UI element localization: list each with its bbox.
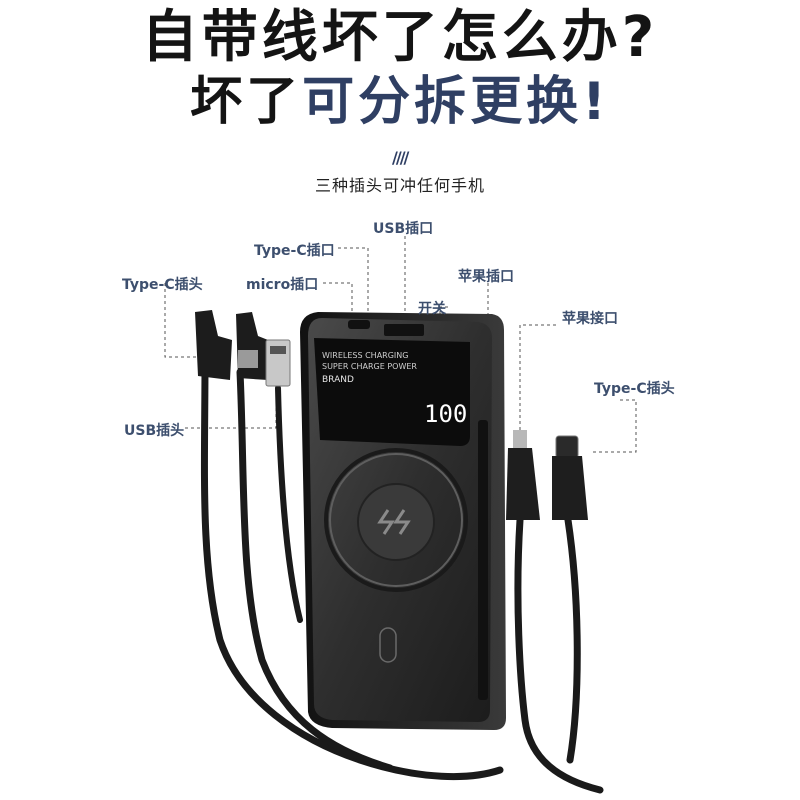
screen-line-2: SUPER CHARGE POWER [322, 362, 417, 371]
headline-line2-prefix: 坏了 [190, 72, 303, 132]
headline-line1: 自带线坏了怎么办? [141, 5, 659, 70]
micro-plug [236, 312, 268, 380]
lightning-tip [513, 430, 527, 450]
usb-port [384, 324, 424, 336]
decorative-slashes: //// [392, 148, 409, 167]
battery-readout: 100 [424, 400, 467, 428]
headline-line2: 坏了可分拆更换! [0, 70, 800, 134]
wireless-ring-outer [324, 448, 468, 592]
screen-line-3: BRAND [322, 375, 354, 385]
typec-plug-right [552, 456, 588, 520]
label-typec-plug-left: Type-C插头 [122, 277, 203, 293]
label-switch: 开关 [418, 301, 446, 317]
cable-slot [478, 420, 488, 700]
headline-line2-accent: 可分拆更换! [302, 72, 610, 132]
subtitle: 三种插头可冲任何手机 [314, 176, 485, 195]
typec-tip-right [555, 435, 579, 459]
label-apple-port: 苹果插口 [458, 269, 514, 285]
lightning-plug [506, 448, 540, 520]
charging-bolt-icon [377, 509, 411, 535]
right-cables [514, 516, 604, 794]
screen-line-1: WIRELESS CHARGING [322, 351, 408, 360]
label-usb-port: USB插口 [373, 221, 434, 237]
label-usb-plug: USB插头 [124, 423, 185, 439]
label-micro-port: micro插口 [246, 277, 319, 293]
typec-plug-left [195, 310, 232, 380]
label-typec-port: Type-C插口 [254, 243, 335, 259]
label-apple-connector: 苹果接口 [562, 311, 618, 327]
usb-plug-contacts [270, 346, 286, 354]
left-cables [200, 356, 504, 781]
power-button [379, 627, 397, 663]
label-typec-plug-right: Type-C插头 [594, 381, 675, 397]
wireless-ring-highlight [329, 453, 463, 587]
typec-port [348, 320, 370, 329]
display-panel [314, 338, 470, 446]
micro-plug-tip [238, 350, 258, 368]
